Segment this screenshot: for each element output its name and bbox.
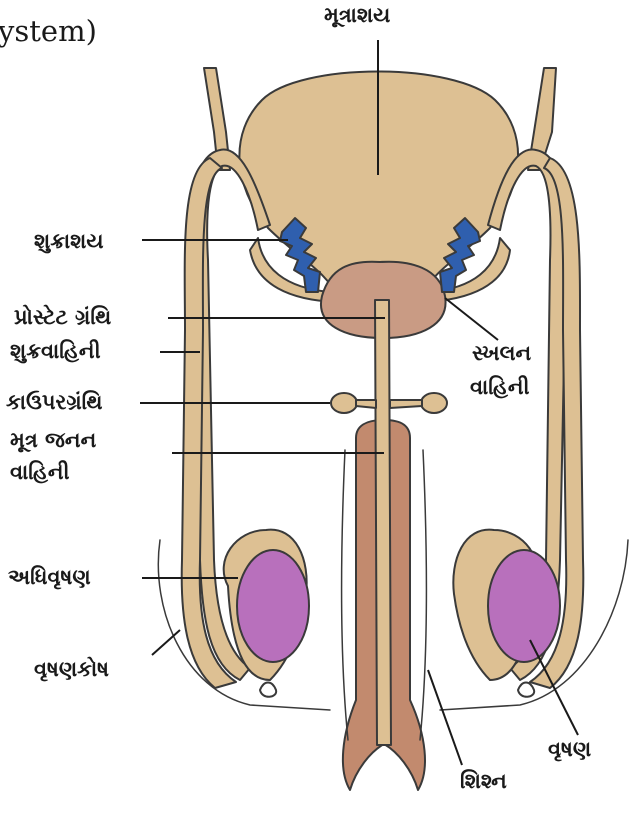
left-cowpers-gland (331, 393, 357, 413)
cowpers-ducts (356, 400, 422, 408)
label-urethra-line1: મૂત્ર જનન (10, 427, 96, 453)
label-bladder: મૂત્રાશય (324, 2, 390, 28)
left-coil (260, 683, 276, 697)
label-ejaculatory-line1: સ્ખલન (472, 340, 531, 366)
label-vas-deferens: શુક્રવાહિની (10, 338, 101, 364)
label-seminal-vesicle: શુક્રાશય (34, 228, 104, 254)
title-fragment: ystem) (0, 14, 97, 48)
right-coil (518, 683, 534, 697)
label-prostate: પ્રોસ્ટેટ ગ્રંથિ (14, 304, 111, 330)
label-ejaculatory-line2: વાહિની (470, 374, 530, 400)
label-cowpers-gland: કાઉપરગ્રંથિ (6, 389, 103, 415)
leader-penis (428, 670, 462, 765)
label-epididymis: અધિવૃષણ (8, 564, 91, 590)
right-testis (488, 550, 560, 662)
label-scrotum: વૃષણકોષ (34, 656, 109, 682)
right-cowpers-gland (421, 393, 447, 413)
label-urethra-line2: વાહિની (10, 459, 70, 485)
leader-ejaculatory (445, 298, 498, 340)
urethra (375, 300, 391, 745)
left-testis (237, 550, 309, 662)
label-testis: વૃષણ (548, 736, 591, 762)
label-penis: શિશ્ન (460, 768, 507, 794)
